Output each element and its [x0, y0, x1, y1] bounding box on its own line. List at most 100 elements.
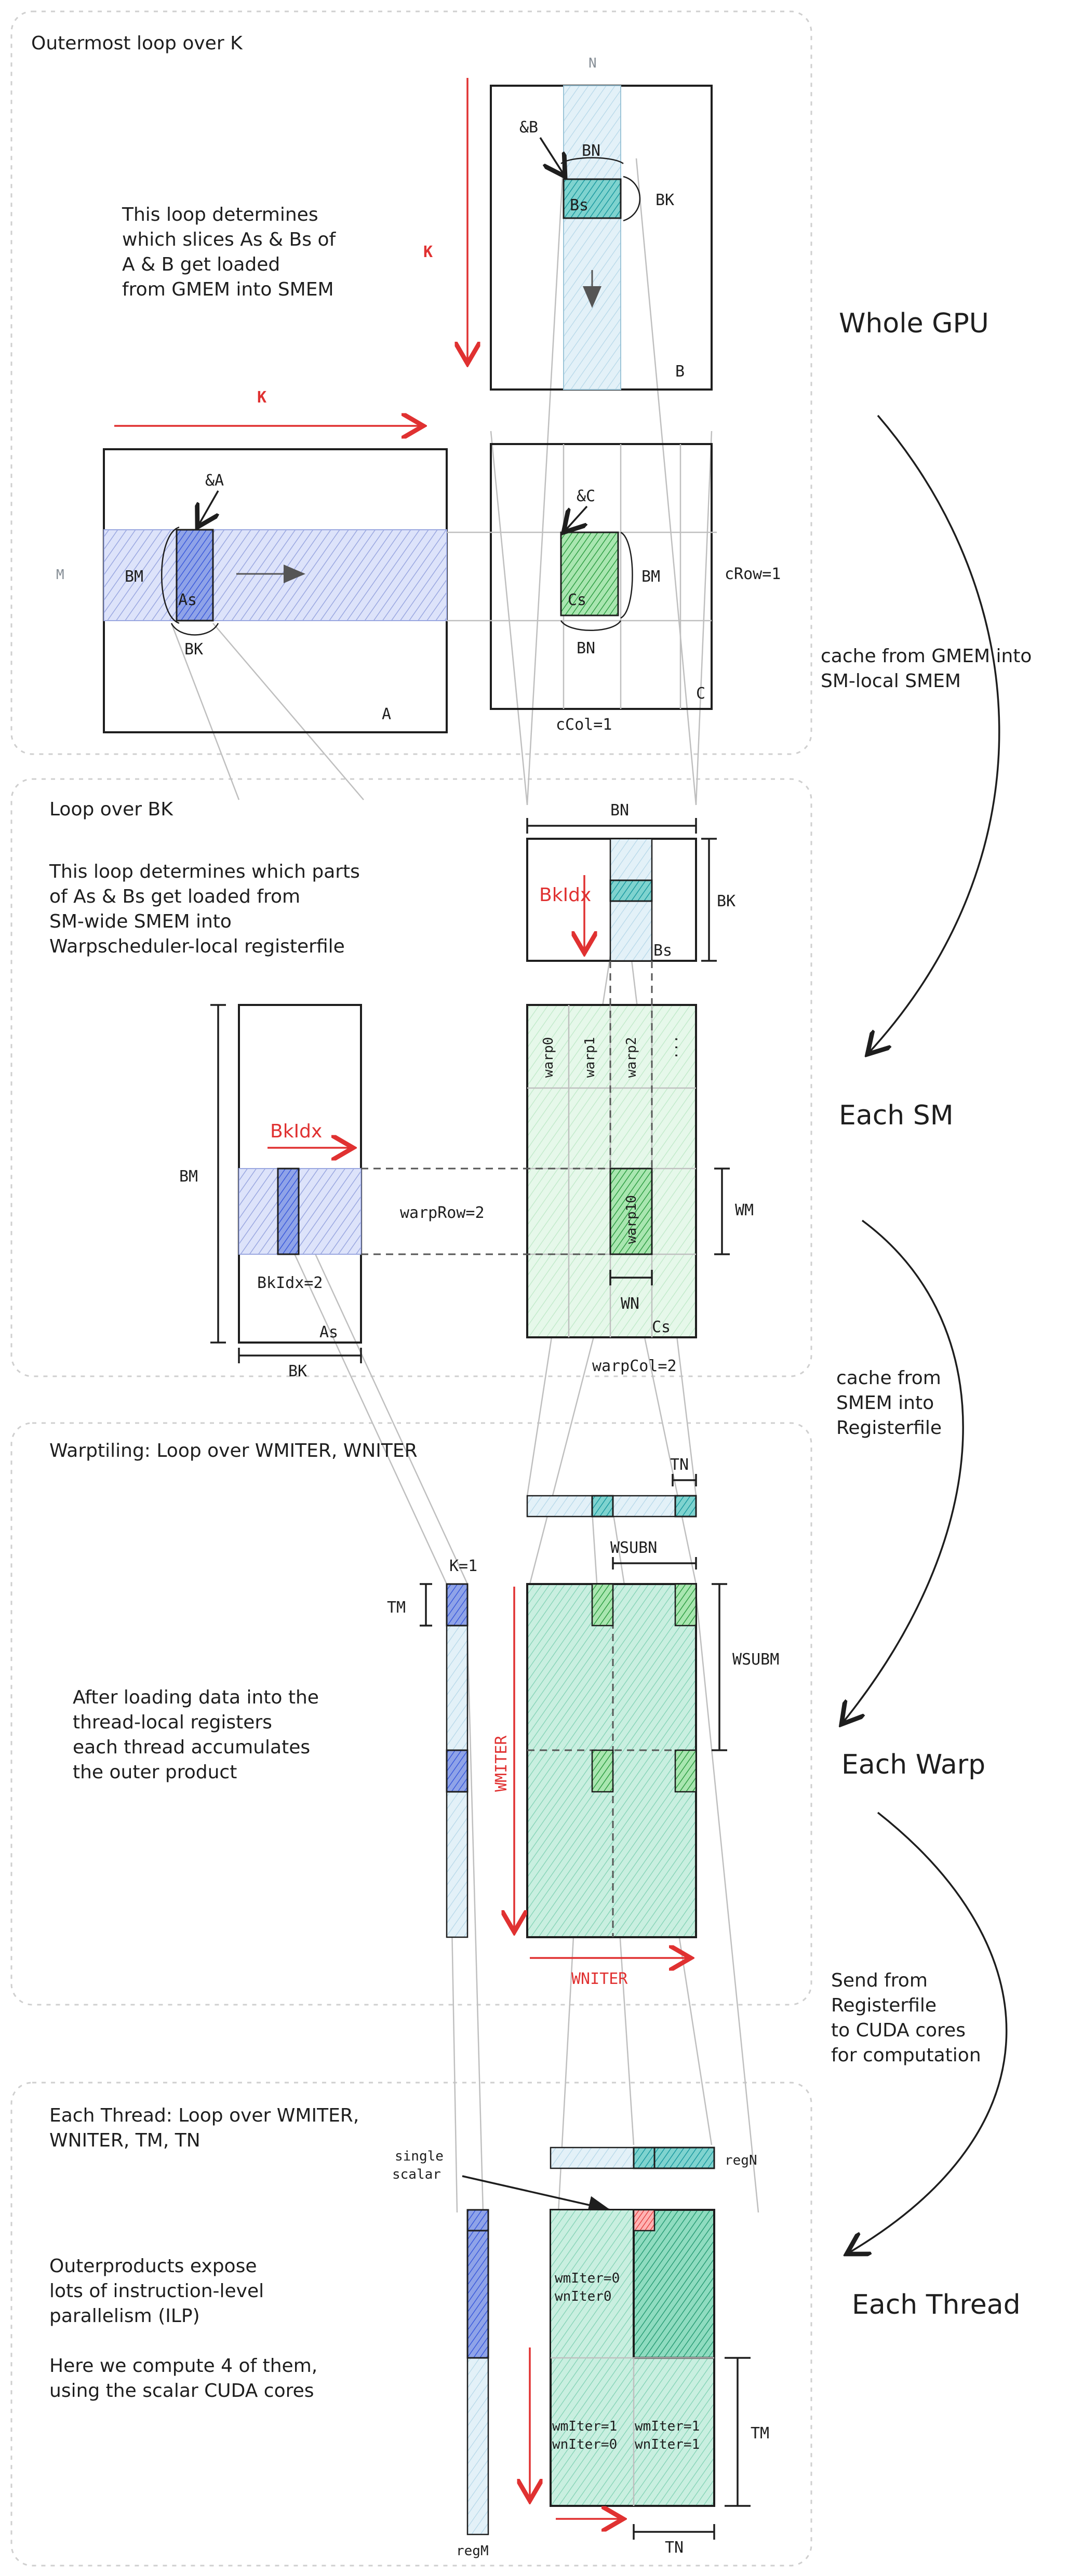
- transition-2-line2: SMEM into: [836, 1392, 934, 1414]
- warp-more-label: ...: [665, 1035, 681, 1059]
- sm-bs-row: [609, 879, 653, 902]
- gpu-desc-1: This loop determines: [122, 204, 318, 225]
- b-column-strip: [563, 85, 621, 390]
- panel-sm: [10, 778, 812, 1377]
- thread-regm-cell-2: [466, 2230, 489, 2359]
- sm-bm-label: BM: [179, 1168, 198, 1186]
- level-each-warp: Each Warp: [841, 1749, 985, 1780]
- sm-cs-label: Cs: [652, 1318, 671, 1336]
- thread-desc-3: parallelism (ILP): [49, 2305, 200, 2327]
- thread-tm-label: TM: [751, 2424, 769, 2443]
- transition-3-line4: for computation: [831, 2045, 981, 2066]
- sm-as-col: [277, 1168, 300, 1255]
- k-top-label: K: [257, 388, 266, 407]
- ref-a-label: &A: [205, 472, 224, 490]
- warp1-label: warp1: [582, 1037, 598, 1078]
- level-each-thread: Each Thread: [852, 2289, 1021, 2320]
- thread-tn-label: TN: [665, 2539, 684, 2557]
- warp10-label: warp10: [624, 1195, 639, 1244]
- regm-label: regM: [456, 2543, 489, 2559]
- warp-title: Warptiling: Loop over WMITER, WNITER: [49, 1440, 418, 1461]
- bm-left-label: BM: [125, 568, 143, 586]
- bk-bottom-brace: [170, 623, 219, 636]
- sm-desc-3: SM-wide SMEM into: [49, 911, 232, 932]
- warp-desc-1: After loading data into the: [73, 1687, 319, 1708]
- thread-desc-1: Outerproducts expose: [49, 2256, 257, 2277]
- warp-sub-0-0: [591, 1583, 614, 1627]
- cs-label: Cs: [568, 591, 586, 609]
- thread-quad-0-1: [633, 2209, 715, 2359]
- ref-b-label: &B: [519, 118, 538, 137]
- crow-label: cRow=1: [725, 565, 781, 583]
- m-label: M: [56, 567, 64, 583]
- k-side-label: K: [423, 243, 433, 261]
- warp-k1-label: K=1: [449, 1557, 477, 1575]
- gpu-desc-4: from GMEM into SMEM: [122, 279, 334, 300]
- sm-desc-2: of As & Bs get loaded from: [49, 886, 300, 907]
- bm-c-brace: [620, 531, 633, 619]
- transition-3-line3: to CUDA cores: [831, 2020, 966, 2041]
- thread-title-1: Each Thread: Loop over WMITER,: [49, 2105, 359, 2126]
- ref-b-arrow: [539, 137, 565, 177]
- sm-title: Loop over BK: [49, 799, 173, 820]
- q00-line2: wnIter0: [555, 2289, 612, 2304]
- warprow-label: warpRow=2: [400, 1204, 485, 1222]
- q10-line1: wmIter=1: [552, 2419, 617, 2434]
- warp-desc-3: each thread accumulates: [73, 1737, 310, 1758]
- transition-3-line1: Send from: [831, 1970, 928, 1991]
- ref-c-label: &C: [577, 487, 595, 505]
- a-row-strip: [103, 529, 447, 621]
- bn-c-label: BN: [577, 639, 595, 658]
- transition-1-line1: cache from GMEM into: [821, 646, 1032, 667]
- ref-a-arrow: [197, 490, 218, 527]
- level-whole-gpu: Whole GPU: [839, 308, 989, 339]
- scalar-label: scalar: [392, 2167, 441, 2182]
- bn-c-brace: [560, 620, 622, 631]
- wsubn-label: WSUBN: [610, 1539, 657, 1557]
- bk-right-label: BK: [656, 191, 674, 209]
- c-label: C: [696, 685, 705, 703]
- warp-regm-cell-1: [446, 1583, 469, 1627]
- wniter-label: WNITER: [571, 1970, 628, 1988]
- as-tile: [176, 529, 214, 622]
- sm-bn-label: BN: [610, 801, 629, 820]
- thread-desc-5: Here we compute 4 of them,: [49, 2355, 317, 2377]
- flow-arrow-3: [847, 1812, 1008, 2254]
- flow-arrow-1: [867, 414, 1000, 1054]
- single-label: single: [395, 2149, 444, 2164]
- thread-desc-2: lots of instruction-level: [49, 2280, 264, 2302]
- b-label: B: [675, 363, 685, 381]
- warp-tn-label: TN: [670, 1456, 689, 1474]
- sm-desc-1: This loop determines which parts: [49, 861, 360, 882]
- warp-sub-1-1: [674, 1749, 697, 1793]
- warp10-tile: [609, 1168, 653, 1255]
- warp-regn-cell-1: [591, 1495, 614, 1518]
- thread-title-2: WNITER, TM, TN: [49, 2130, 200, 2151]
- q00-line1: wmIter=0: [555, 2271, 620, 2286]
- panel-warp: [10, 1422, 812, 2006]
- wn-label: WN: [621, 1295, 639, 1313]
- sm-bk-right-label: BK: [717, 892, 735, 910]
- sm-bkidx-red-label: BkIdx: [539, 884, 591, 906]
- single-scalar-arrow: [462, 2175, 611, 2214]
- panel-thread: [10, 2082, 812, 2567]
- transition-3-line2: Registerfile: [831, 1995, 937, 2016]
- warpcol-label: warpCol=2: [592, 1357, 677, 1375]
- warp-regm-cell-2: [446, 1749, 469, 1793]
- single-scalar-cell: [633, 2209, 656, 2232]
- panel-gpu: [10, 10, 812, 755]
- thread-desc-6: using the scalar CUDA cores: [49, 2380, 314, 2401]
- q11-line2: wnIter=1: [635, 2437, 700, 2452]
- flow-arrow-2: [841, 1219, 964, 1724]
- transition-2-line1: cache from: [836, 1367, 941, 1389]
- sm-bs-label: Bs: [653, 942, 672, 960]
- sm-bkidx-red-a-label: BkIdx: [270, 1121, 322, 1142]
- warp-tm-label: TM: [387, 1599, 406, 1617]
- ccol-label: cCol=1: [556, 716, 612, 734]
- bm-c-label: BM: [641, 568, 660, 586]
- q10-line2: wnIter=0: [552, 2437, 617, 2452]
- cs-tile: [560, 531, 619, 616]
- bk-right-brace: [623, 176, 641, 222]
- transition-2-line3: Registerfile: [836, 1417, 942, 1439]
